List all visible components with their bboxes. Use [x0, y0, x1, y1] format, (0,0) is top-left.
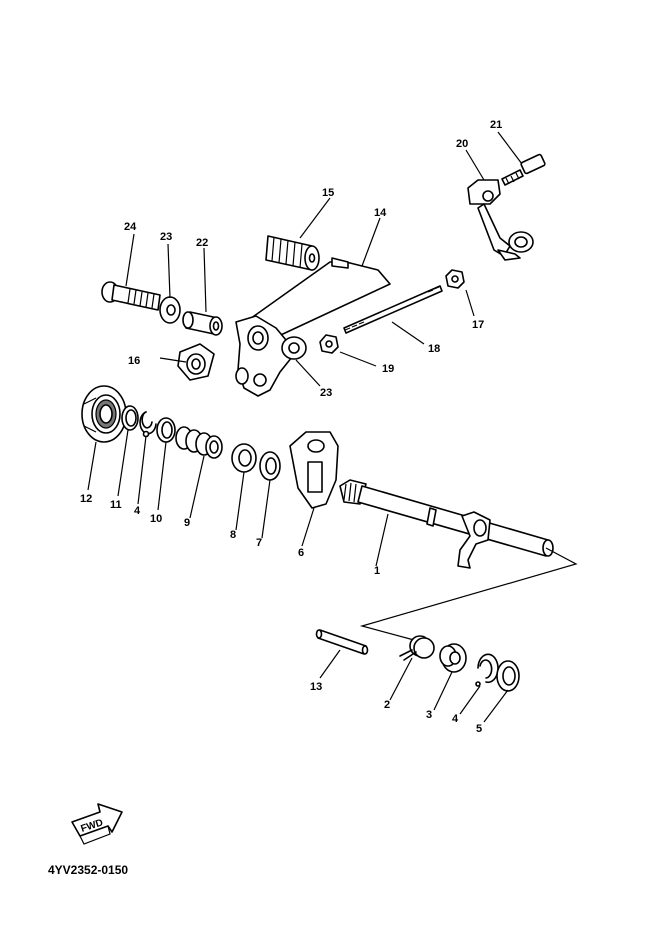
label-21: 21 — [490, 119, 502, 131]
diagram-code: 4YV2352-0150 — [48, 863, 128, 877]
label-15: 15 — [322, 187, 334, 199]
label-17: 17 — [472, 319, 484, 331]
label-4-upper: 4 — [134, 505, 141, 517]
part-18-shift-rod — [343, 285, 443, 334]
label-14: 14 — [374, 207, 387, 219]
part-24-bolt — [101, 281, 161, 311]
label-23-lower: 23 — [320, 387, 332, 399]
part-5-washer — [496, 660, 520, 692]
label-19: 19 — [382, 363, 394, 375]
label-12: 12 — [80, 493, 92, 505]
part-6-stopper-plate — [289, 431, 339, 509]
part-14-shift-pedal — [235, 257, 391, 397]
label-24: 24 — [124, 221, 137, 233]
label-7: 7 — [256, 537, 262, 549]
label-11: 11 — [110, 499, 122, 511]
part-16-bush — [177, 343, 215, 381]
part-9-springs — [175, 426, 223, 459]
label-10: 10 — [150, 513, 162, 525]
label-20: 20 — [456, 138, 468, 150]
label-16: 16 — [128, 355, 140, 367]
part-labels: 1 2 3 4 4 5 6 7 8 9 10 11 12 13 14 15 16… — [80, 119, 502, 735]
part-10-washer — [156, 417, 176, 443]
fwd-arrow: FWD — [71, 803, 123, 845]
label-5: 5 — [476, 723, 482, 735]
part-23-washer-left — [159, 296, 181, 324]
label-23-upper: 23 — [160, 231, 172, 243]
label-2: 2 — [384, 699, 390, 711]
label-18: 18 — [428, 343, 440, 355]
part-2-spring — [399, 635, 435, 661]
part-1-shift-shaft — [339, 479, 554, 569]
part-8-collar — [231, 443, 257, 473]
label-3: 3 — [426, 709, 432, 721]
label-6: 6 — [298, 547, 304, 559]
label-22: 22 — [196, 237, 208, 249]
label-8: 8 — [230, 529, 236, 541]
part-15-rubber-peg — [265, 235, 320, 271]
assembly-connector-line — [359, 547, 578, 641]
label-1: 1 — [374, 565, 380, 577]
part-11-washer — [121, 405, 139, 431]
part-20-clamp — [467, 179, 534, 261]
label-13: 13 — [310, 681, 322, 693]
part-3-collar — [439, 643, 467, 673]
label-9: 9 — [184, 517, 190, 529]
part-19-nut — [319, 334, 339, 354]
part-17-nut — [445, 269, 465, 289]
leader-lines — [87, 131, 523, 723]
part-4-circlip-lower — [475, 653, 499, 687]
part-21-bolt — [501, 153, 546, 186]
part-13-pin — [315, 629, 369, 655]
part-7-washer — [259, 451, 281, 481]
label-4-lower: 4 — [452, 713, 459, 725]
part-12-bearing — [81, 385, 127, 443]
part-22-collar — [182, 311, 223, 336]
part-4-circlip-upper — [139, 411, 157, 438]
